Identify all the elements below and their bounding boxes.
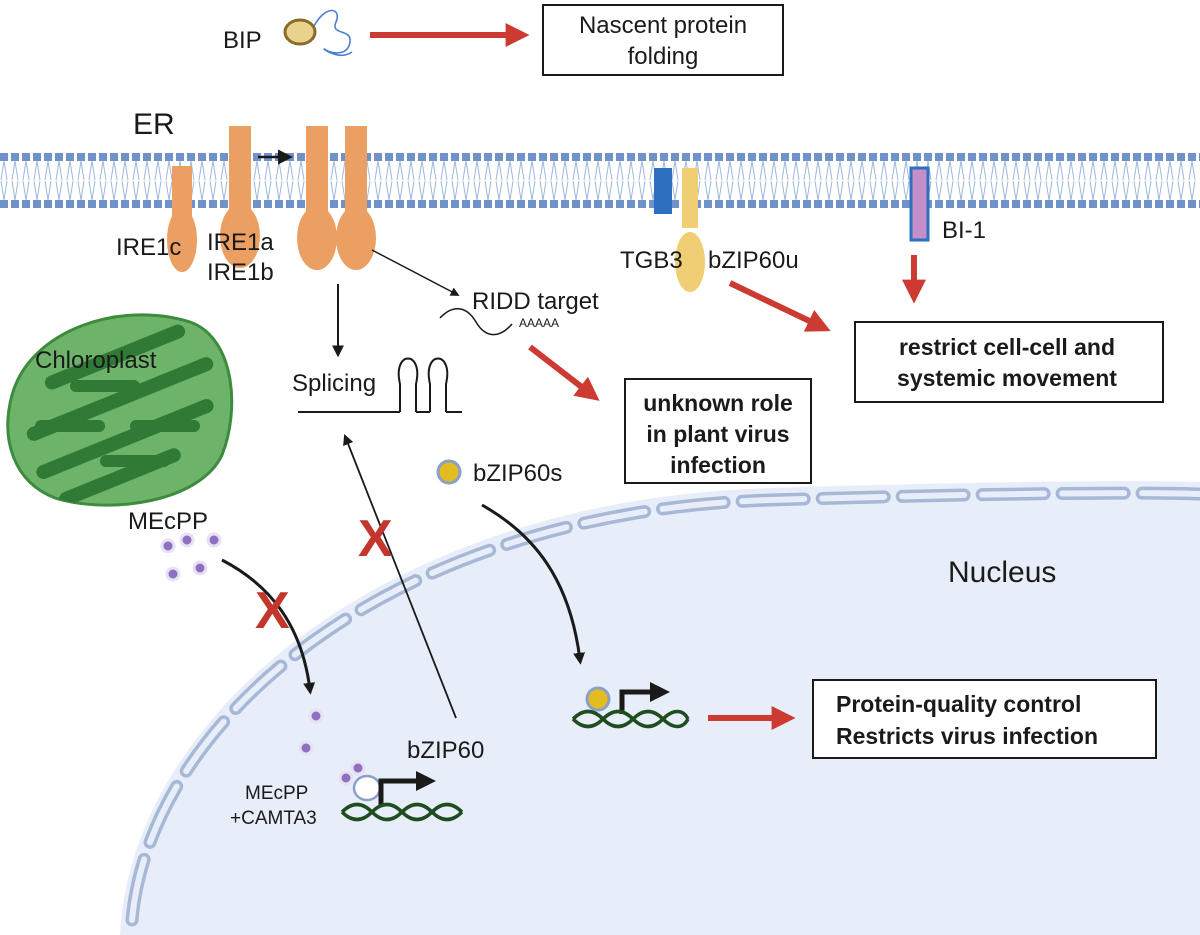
bzip60u-label: bZIP60u [708, 247, 799, 274]
unknown-role-box: unknown role in plant virus infection [624, 378, 812, 484]
bzip60u-protein [675, 168, 705, 292]
chloroplast [6, 313, 234, 507]
ire1c-label: IRE1c [116, 234, 181, 261]
ire1-dimer [297, 126, 376, 270]
dna-helix-pqc [571, 709, 690, 729]
pqc-box-line2: Restricts virus infection [836, 723, 1098, 749]
bzip60-splicing-arrow [343, 433, 457, 719]
tgb3-protein [654, 168, 672, 214]
tgb3-label: TGB3 [620, 247, 683, 274]
nascent-folding-box: Nascent protein folding [542, 4, 784, 76]
dna-helix-bzip60 [340, 802, 464, 822]
ridd-unknown-arrow [528, 344, 600, 401]
restrict-box-line1: restrict cell-cell and [899, 334, 1115, 360]
protein-quality-box: Protein-quality control Restricts virus … [812, 679, 1157, 759]
nascent-box-line1: Nascent protein [579, 12, 747, 39]
bzip60s-protein [436, 459, 462, 485]
splicing-inhibit-x: X [358, 510, 393, 568]
ire1c-protein [167, 166, 197, 272]
restrict-movement-box: restrict cell-cell and systemic movement [854, 321, 1164, 403]
ire1b-label: IRE1b [207, 259, 274, 286]
bzip60u-restrict-arrow [728, 280, 831, 332]
unknown-box-line1: unknown role [643, 390, 793, 416]
bzip60s-import-arrow [481, 503, 586, 665]
mecpp-camta3-line1: MEcPP [245, 783, 308, 804]
unknown-box-line2: in plant virus [646, 421, 789, 447]
ire1a-label: IRE1a [207, 229, 274, 256]
polya-label: AAAAA [519, 316, 559, 330]
chloroplast-label: Chloroplast [35, 347, 157, 374]
spliced-mrna [298, 357, 462, 413]
ridd-target-label: RIDD target [472, 288, 599, 315]
nascent-box-line2: folding [628, 43, 699, 70]
nuclear-mecpp [298, 708, 366, 786]
bip-protein [283, 9, 353, 56]
bzip60-transcription-arrow [378, 771, 436, 806]
pqc-box-line1: Protein-quality control [836, 691, 1081, 717]
er-label: ER [133, 108, 175, 141]
er-membrane [0, 153, 1200, 208]
ridd-mrna [439, 308, 513, 336]
bzip60-label: bZIP60 [407, 737, 484, 764]
nuclear-bzip60s [585, 686, 611, 712]
bip-label: BIP [223, 27, 262, 54]
mecpp-import-arrow [221, 558, 316, 695]
ridd-arrow [371, 249, 460, 296]
splicing-label: Splicing [292, 370, 376, 397]
bzip60s-label: bZIP60s [473, 460, 562, 487]
ire1ab-protein [220, 126, 260, 268]
nucleus-label: Nucleus [948, 556, 1056, 589]
camta3-factor [352, 774, 382, 802]
restrict-box-line2: systemic movement [897, 365, 1117, 391]
bi1-protein [909, 166, 930, 242]
mecpp-molecules [160, 532, 222, 582]
unknown-box-line3: infection [670, 452, 766, 478]
mecpp-label: MEcPP [128, 508, 208, 535]
mecpp-inhibit-x: X [255, 582, 290, 640]
mecpp-camta3-line2: +CAMTA3 [230, 808, 317, 829]
pqc-transcription-arrow [619, 682, 670, 714]
bi1-label: BI-1 [942, 217, 986, 244]
